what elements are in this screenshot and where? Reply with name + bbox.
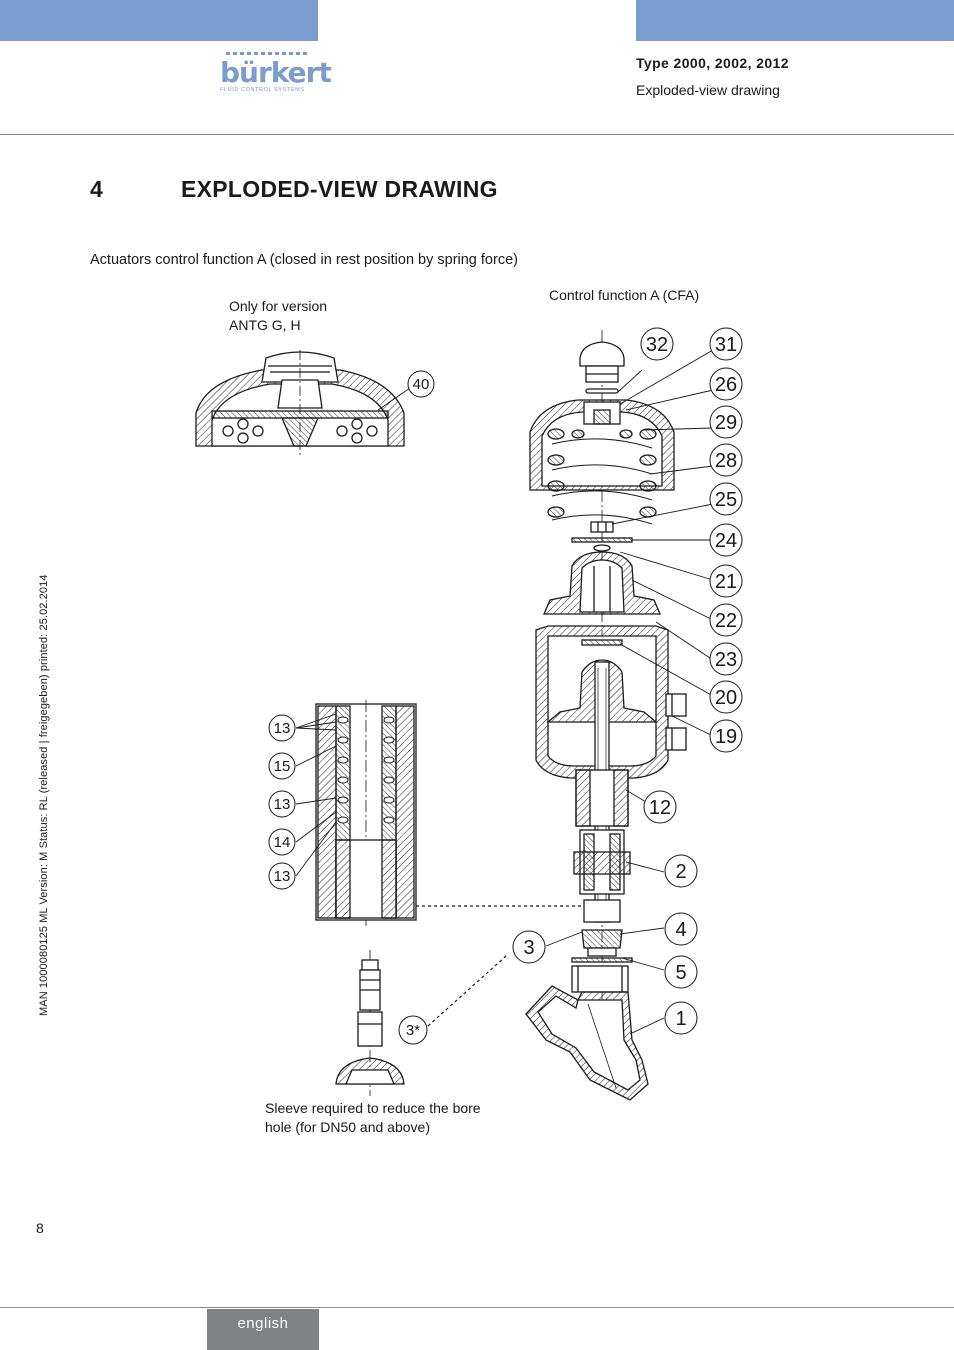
callout-layer: 32 31 26 29 28 25 24 21 22 23 20 19 12 2… xyxy=(512,327,743,1035)
antg-cap-drawing xyxy=(195,350,411,456)
callout-26-label: 26 xyxy=(715,374,737,396)
callout-13-b: 13 xyxy=(268,790,296,818)
callout-14-label: 14 xyxy=(274,834,291,851)
callout-29-label: 29 xyxy=(715,412,737,434)
callout-4: 4 xyxy=(664,912,698,946)
callout-28: 28 xyxy=(709,443,743,477)
callout-40: 40 xyxy=(407,370,435,398)
callout-13-c: 13 xyxy=(268,862,296,890)
actuator-drawing xyxy=(525,330,714,1101)
callout-25-label: 25 xyxy=(715,489,737,511)
callout-32: 32 xyxy=(640,327,674,361)
callout-3-label: 3 xyxy=(523,937,534,959)
document-subtitle: Exploded-view drawing xyxy=(636,82,780,98)
callout-32-label: 32 xyxy=(646,334,668,356)
callout-2: 2 xyxy=(664,854,698,888)
caption-version: Only for version ANTG G, H xyxy=(229,297,327,335)
callout-1-label: 1 xyxy=(675,1008,686,1030)
callout-5: 5 xyxy=(664,955,698,989)
section-title: EXPLODED-VIEW DRAWING xyxy=(181,176,498,202)
burkert-logo: bürkert FLUID CONTROL SYSTEMS xyxy=(220,52,332,93)
callout-22: 22 xyxy=(709,603,743,637)
callout-19-label: 19 xyxy=(715,726,737,748)
language-tab: english xyxy=(207,1309,319,1350)
callout-29: 29 xyxy=(709,405,743,439)
callout-3: 3 xyxy=(512,930,546,964)
callout-26: 26 xyxy=(709,367,743,401)
callout-28-label: 28 xyxy=(715,450,737,472)
document-control-margin-text: MAN 1000080125 ML Version: M Status: RL … xyxy=(38,574,50,1016)
caption-version-line2: ANTG G, H xyxy=(229,317,301,333)
callout-21-label: 21 xyxy=(715,571,737,593)
callout-14: 14 xyxy=(268,828,296,856)
header-band-left xyxy=(0,0,318,41)
caption-sleeve: Sleeve required to reduce the bore hole … xyxy=(265,1099,481,1137)
callout-15: 15 xyxy=(268,752,296,780)
callout-24-label: 24 xyxy=(715,530,737,552)
callout-20-label: 20 xyxy=(715,687,737,709)
caption-sleeve-line1: Sleeve required to reduce the bore xyxy=(265,1100,481,1116)
small-callout-layer: 40 13 15 13 14 13 3* xyxy=(268,370,435,1045)
caption-cfa: Control function A (CFA) xyxy=(549,287,700,303)
callout-25: 25 xyxy=(709,482,743,516)
header-band-right xyxy=(636,0,954,41)
callout-2-label: 2 xyxy=(675,861,686,883)
callout-23: 23 xyxy=(709,642,743,676)
callout-12-label: 12 xyxy=(649,797,671,819)
callout-1: 1 xyxy=(664,1001,698,1035)
callout-4-label: 4 xyxy=(675,919,686,941)
callout-23-label: 23 xyxy=(715,649,737,671)
intro-text: Actuators control function A (closed in … xyxy=(90,252,518,268)
callout-3-star-label: 3* xyxy=(406,1022,420,1039)
caption-version-line1: Only for version xyxy=(229,298,328,314)
logo-dots xyxy=(226,52,307,55)
header-rule xyxy=(0,134,954,135)
callout-13-a: 13 xyxy=(268,714,296,742)
footer-rule xyxy=(0,1307,954,1308)
logo-tagline: FLUID CONTROL SYSTEMS xyxy=(220,87,305,93)
document-type: Type 2000, 2002, 2012 xyxy=(636,55,789,71)
callout-3-star: 3* xyxy=(398,1015,428,1045)
sleeve-drawing xyxy=(335,950,507,1096)
page-number: 8 xyxy=(36,1220,44,1236)
callout-31: 31 xyxy=(709,327,743,361)
logo-wordmark: bürkert xyxy=(220,56,332,89)
callout-15-label: 15 xyxy=(274,758,291,775)
callout-20: 20 xyxy=(709,680,743,714)
callout-22-label: 22 xyxy=(715,610,737,632)
section-number: 4 xyxy=(90,176,103,202)
callout-5-label: 5 xyxy=(675,962,686,984)
callout-31-label: 31 xyxy=(715,334,737,356)
callout-13-a-label: 13 xyxy=(274,720,291,737)
callout-21: 21 xyxy=(709,564,743,598)
callout-12: 12 xyxy=(643,790,677,824)
callout-19: 19 xyxy=(709,719,743,753)
callout-13-c-label: 13 xyxy=(274,868,291,885)
callout-13-b-label: 13 xyxy=(274,796,291,813)
callout-40-label: 40 xyxy=(413,376,430,393)
caption-sleeve-line2: hole (for DN50 and above) xyxy=(265,1119,430,1135)
packing-detail-drawing xyxy=(295,700,584,926)
callout-24: 24 xyxy=(709,523,743,557)
